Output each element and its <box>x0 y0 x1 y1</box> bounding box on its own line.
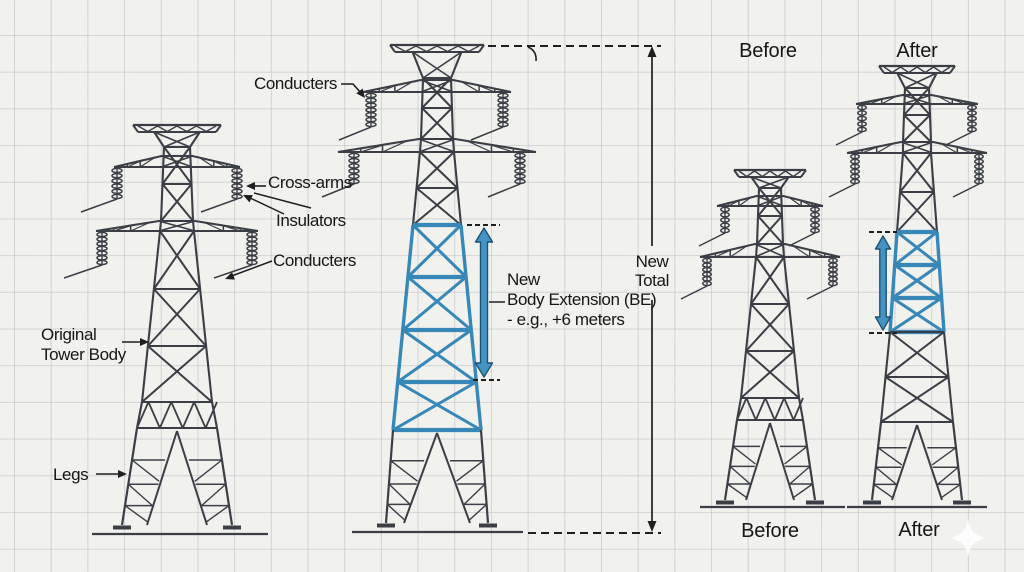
extension-arrow-after <box>874 235 892 331</box>
extension-arrow-middle <box>474 227 494 378</box>
label-conductors-lower: Conducters <box>273 251 356 270</box>
label-before-top: Before <box>739 40 797 62</box>
label-cross-arms: Cross-arms <box>268 173 352 192</box>
sparkle-watermark <box>952 519 984 557</box>
after-tower <box>828 64 988 509</box>
before-tower <box>680 168 845 509</box>
label-new-total: New Total <box>635 252 669 290</box>
label-conductors-top: Conducters <box>254 74 337 93</box>
label-original-tower-body: Original Tower Body <box>41 325 126 364</box>
extended-tower <box>321 43 537 534</box>
label-legs: Legs <box>53 465 89 484</box>
annotations <box>96 45 984 557</box>
label-insulators: Insulators <box>276 211 346 230</box>
label-after-top: After <box>896 40 938 62</box>
label-after-bottom: After <box>898 519 940 541</box>
label-before-bottom: Before <box>741 520 799 542</box>
dashed-line-hook <box>527 46 537 62</box>
original-tower <box>63 123 268 536</box>
label-new-body-extension: New Body Extension (BE) - e.g., +6 meter… <box>507 270 657 329</box>
